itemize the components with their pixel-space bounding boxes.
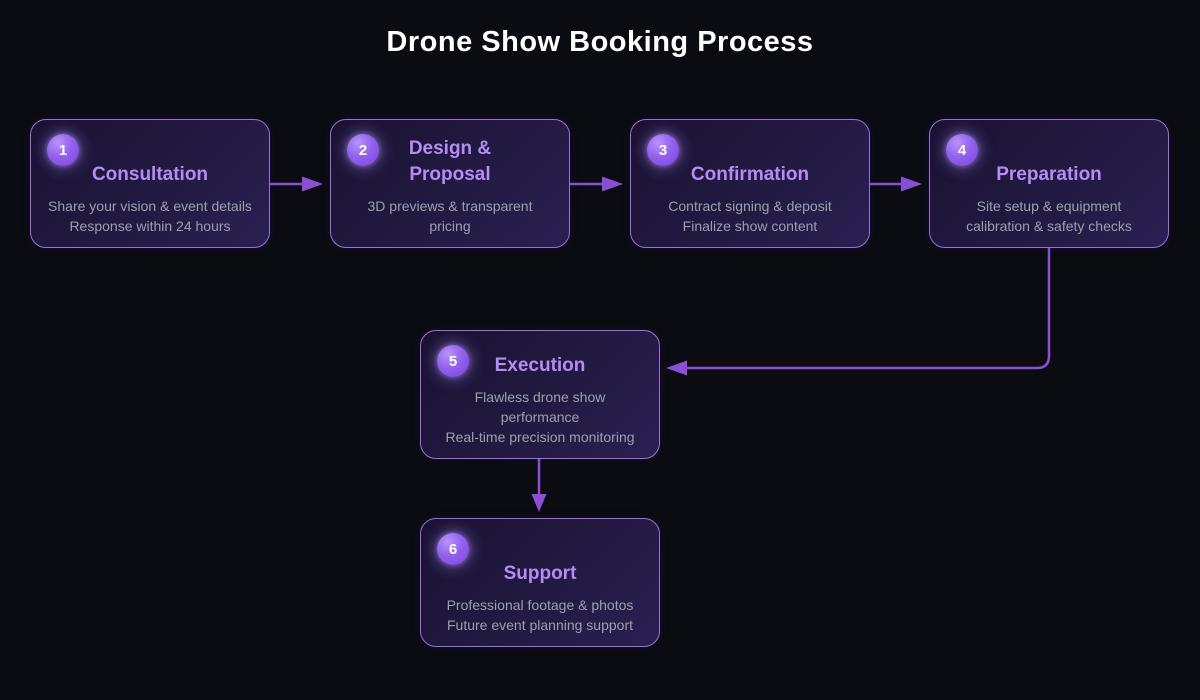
step-description: Flawless drone show performance Real-tim… (435, 387, 645, 447)
step-number-badge: 2 (347, 134, 379, 166)
step-card-consultation: 1 Consultation Share your vision & event… (30, 119, 270, 248)
step-description-line: 3D previews & transparent pricing (367, 198, 533, 234)
step-title: Confirmation (690, 164, 810, 185)
connector-line-4-5 (687, 247, 1051, 370)
step-description-line: Professional footage & photos (446, 597, 634, 613)
step-number-badge: 5 (437, 345, 469, 377)
step-number-badge: 3 (647, 134, 679, 166)
step-description-line: Future event planning support (446, 617, 633, 633)
step-title: Support (503, 563, 577, 584)
step-description-line: Share your vision & event details (48, 198, 252, 214)
step-description-line: Flawless drone show performance (474, 389, 606, 425)
step-number-badge: 4 (946, 134, 978, 166)
step-description: Contract signing & deposit Finalize show… (645, 196, 855, 236)
step-card-confirmation: 3 Confirmation Contract signing & deposi… (630, 119, 870, 248)
step-title: Consultation (91, 164, 209, 185)
step-description: Professional footage & photos Future eve… (435, 595, 645, 635)
step-number-badge: 1 (47, 134, 79, 166)
step-title: Design & Proposal (408, 138, 492, 185)
step-description: 3D previews & transparent pricing (345, 196, 555, 236)
arrowhead-left-icon (666, 360, 687, 376)
page-title: Drone Show Booking Process (386, 26, 814, 58)
arrowhead-down-icon (531, 494, 547, 512)
step-title: Execution (494, 355, 586, 376)
step-description-line: Response within 24 hours (69, 218, 231, 234)
step-title: Preparation (996, 164, 1102, 185)
step-description-line: Contract signing & deposit (668, 198, 832, 214)
step-card-support: 6 Support Professional footage & photos … (420, 518, 660, 647)
step-number-badge: 6 (437, 533, 469, 565)
step-description-line: calibration & safety checks (966, 218, 1132, 234)
step-description-line: Site setup & equipment (976, 198, 1122, 214)
step-description: Site setup & equipment calibration & saf… (944, 196, 1154, 236)
step-card-execution: 5 Execution Flawless drone show performa… (420, 330, 660, 459)
step-description: Share your vision & event details Respon… (45, 196, 255, 236)
step-card-design-proposal: 2 Design & Proposal 3D previews & transp… (330, 119, 570, 248)
arrowhead-right-icon (602, 176, 623, 192)
arrowhead-right-icon (302, 176, 323, 192)
step-card-preparation: 4 Preparation Site setup & equipment cal… (929, 119, 1169, 248)
step-description-line: Real-time precision monitoring (445, 429, 635, 445)
step-description-line: Finalize show content (682, 218, 818, 234)
arrowhead-right-icon (901, 176, 922, 192)
